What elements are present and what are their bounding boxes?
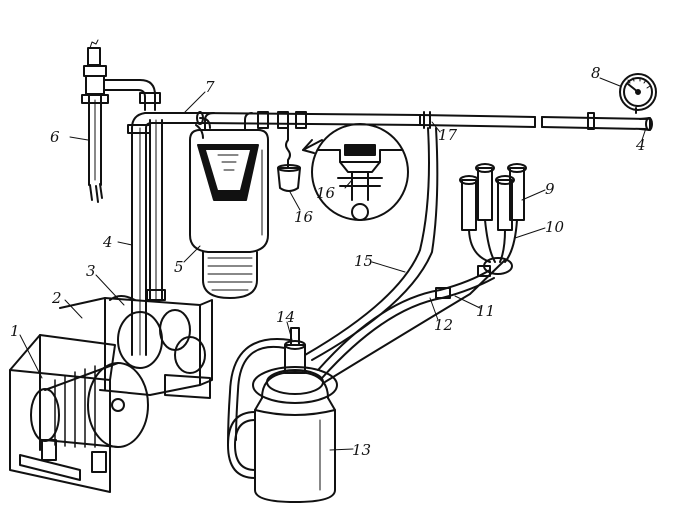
callout-11: 11 (476, 302, 495, 320)
callout-6: 6 (50, 128, 60, 146)
vertical-pipes (127, 111, 204, 356)
callout-8: 8 (591, 64, 601, 82)
vacuum-receiver (189, 112, 269, 299)
callout-15: 15 (354, 252, 373, 270)
milking-pail (227, 327, 338, 503)
vacuum-gauge (619, 73, 657, 114)
leader-lines (19, 77, 647, 451)
callout-10: 10 (545, 218, 565, 236)
electric-motor (9, 334, 149, 493)
callout-4-left: 4 (102, 233, 113, 251)
hoses (227, 127, 506, 446)
vacuum-pump (59, 295, 213, 399)
callout-3: 3 (86, 262, 96, 280)
vacuum-regulator (81, 39, 109, 203)
callout-17: 17 (438, 126, 458, 144)
pipe-connection (104, 79, 211, 139)
callout-2: 2 (51, 289, 62, 307)
callout-7: 7 (205, 78, 215, 96)
detail-inset (302, 123, 409, 221)
callout-14: 14 (276, 308, 295, 326)
callout-4-right: 4 (635, 136, 646, 154)
callout-13: 13 (352, 441, 371, 459)
callout-16-detail: 16 (316, 184, 336, 202)
callout-12: 12 (434, 316, 453, 334)
callout-16-weight: 16 (294, 208, 314, 226)
callout-1: 1 (10, 322, 20, 340)
callout-5: 5 (174, 258, 184, 276)
teat-cups (459, 163, 527, 275)
weight-hanger (257, 111, 307, 192)
callout-labels: 1 2 3 4 4 5 6 7 8 9 10 11 12 13 14 15 16… (10, 64, 646, 459)
callout-9: 9 (545, 180, 555, 198)
